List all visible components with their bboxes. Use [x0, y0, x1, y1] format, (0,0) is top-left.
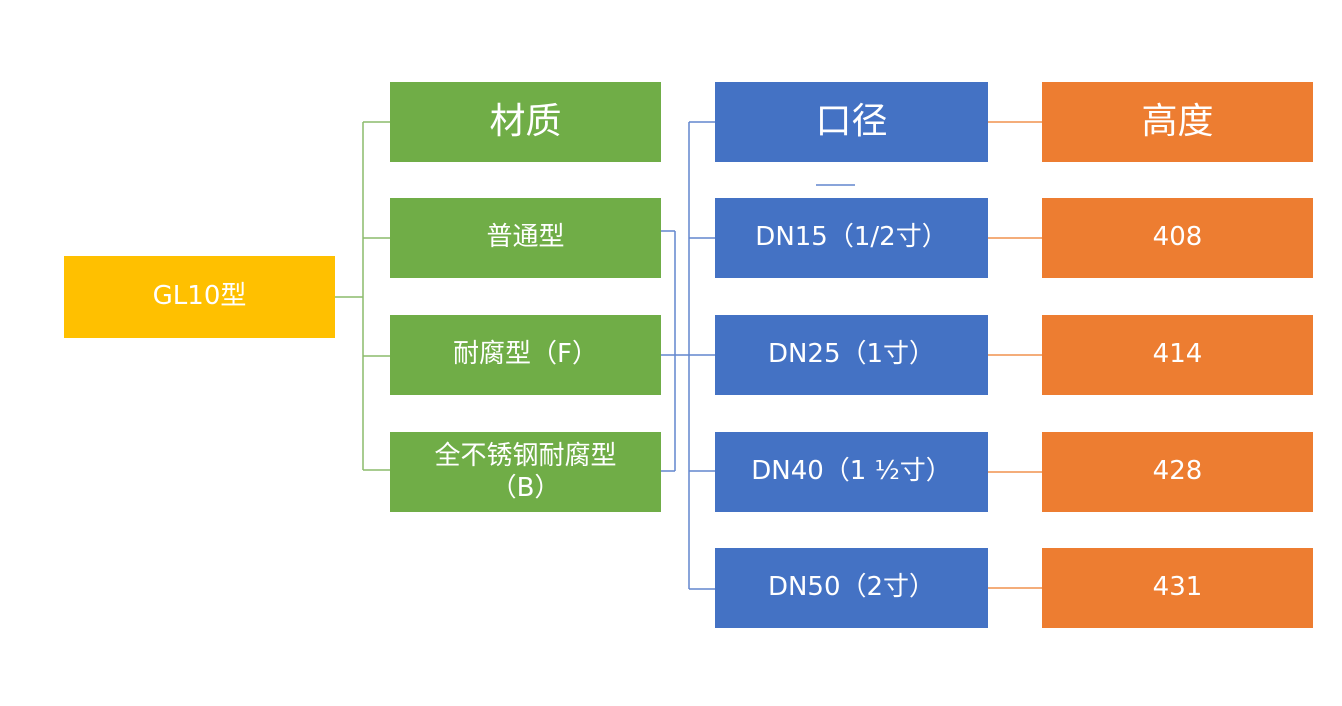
diameter-item-node: DN15（1/2寸）: [715, 198, 988, 278]
height-item-node: 408: [1042, 198, 1313, 278]
height-item-node: 431: [1042, 548, 1313, 628]
diameter-header-node: 口径: [715, 82, 988, 162]
height-item-node: 414: [1042, 315, 1313, 395]
diameter-item-node: DN40（1 ½寸）: [715, 432, 988, 512]
material-item-node: 耐腐型（F）: [390, 315, 661, 395]
connector-root-to-material: [335, 121, 390, 471]
height-header-node: 高度: [1042, 82, 1313, 162]
root-node: GL10型: [64, 256, 335, 338]
material-item-node: 普通型: [390, 198, 661, 278]
material-header-node: 材质: [390, 82, 661, 162]
connector-material-to-diameter: [661, 121, 715, 590]
height-item-node: 428: [1042, 432, 1313, 512]
connector-diameter-to-height: [988, 121, 1042, 589]
material-item-node: 全不锈钢耐腐型 （B）: [390, 432, 661, 512]
material-item-line: 全不锈钢耐腐型: [434, 440, 617, 471]
diameter-item-node: DN25（1寸）: [715, 315, 988, 395]
material-item-line: （B）: [490, 473, 561, 503]
diameter-item-node: DN50（2寸）: [715, 548, 988, 628]
